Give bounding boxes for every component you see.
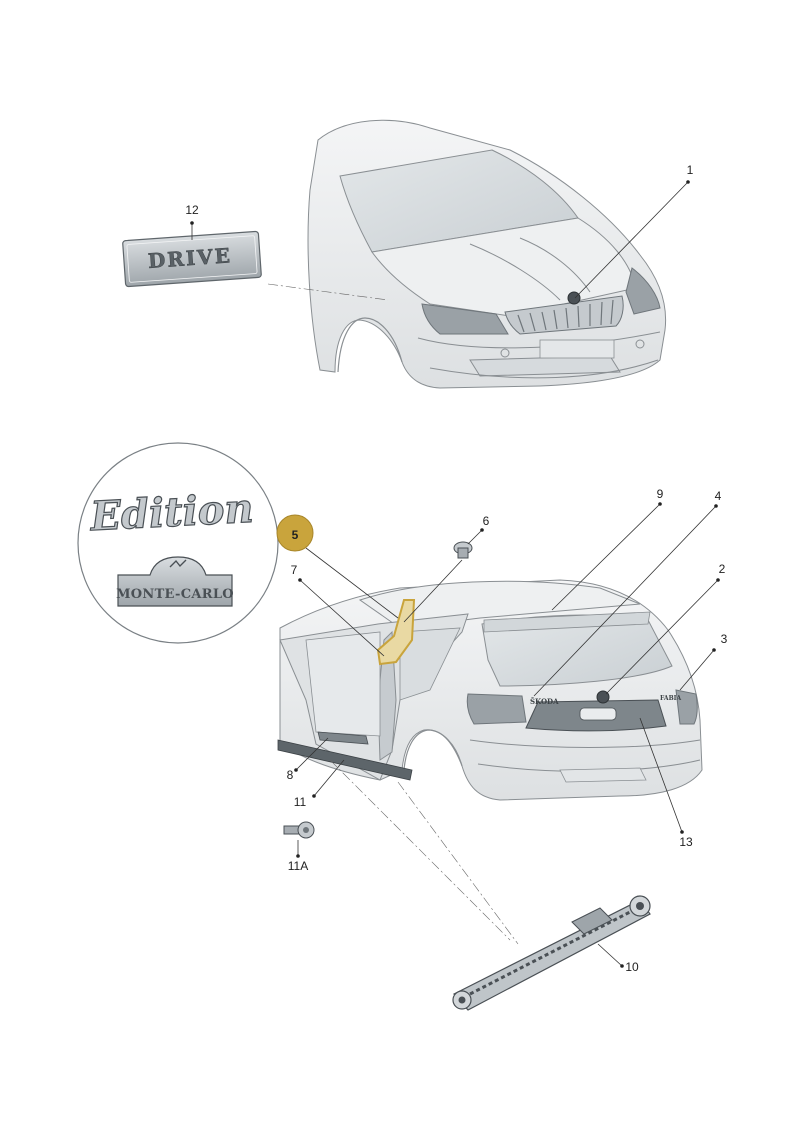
callout-13: 13 bbox=[679, 835, 693, 849]
callout-11: 11 bbox=[294, 795, 307, 809]
b-pillar-trim-highlight bbox=[376, 599, 416, 666]
rear-model-lettering: FABIA bbox=[660, 695, 681, 702]
callout-8: 8 bbox=[287, 768, 294, 782]
callout-4: 4 bbox=[715, 489, 722, 503]
edition-emblem-text: Edition bbox=[88, 485, 254, 541]
sill-rail-part-10 bbox=[452, 895, 651, 1011]
front-car-illustration bbox=[307, 119, 667, 389]
emblem-variants-detail: Edition MONTE-CARLO bbox=[77, 442, 279, 644]
callout-3: 3 bbox=[721, 632, 728, 646]
drive-emblem-dashline bbox=[267, 283, 389, 301]
callout-5-badge bbox=[276, 514, 314, 552]
drive-emblem: DRIVE bbox=[122, 230, 262, 288]
callout-1: 1 bbox=[687, 163, 694, 177]
callout-12: 12 bbox=[185, 203, 199, 217]
callout-10: 10 bbox=[625, 960, 639, 974]
callout-5: 5 bbox=[292, 528, 299, 542]
monte-carlo-emblem-text: MONTE-CARLO bbox=[116, 587, 234, 602]
callout-9: 9 bbox=[657, 487, 664, 501]
clip-part-6 bbox=[453, 541, 473, 559]
callout-6: 6 bbox=[483, 514, 490, 528]
screw-part-11a bbox=[283, 821, 315, 839]
callout-7: 7 bbox=[291, 563, 298, 577]
rear-car-illustration: ŠKODA FABIA bbox=[277, 579, 703, 801]
callout-11a: 11A bbox=[288, 859, 308, 873]
rear-brand-lettering: ŠKODA bbox=[530, 697, 559, 706]
callout-2: 2 bbox=[719, 562, 726, 576]
